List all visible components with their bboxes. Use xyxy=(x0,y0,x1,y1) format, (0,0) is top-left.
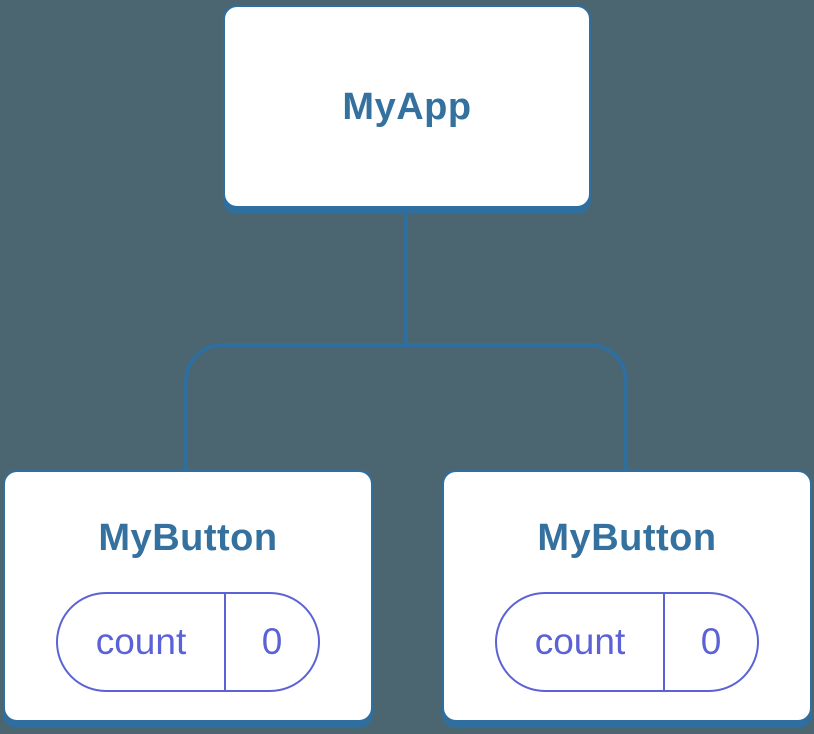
child-1-component-label: MyButton xyxy=(98,517,278,559)
child-2-component-label: MyButton xyxy=(537,517,717,559)
component-node-child-2: MyButton count 0 xyxy=(442,470,812,722)
tree-connector-branch xyxy=(184,343,628,470)
state-name-label: count xyxy=(58,594,226,690)
component-node-child-1: MyButton count 0 xyxy=(3,470,373,722)
state-pill-1: count 0 xyxy=(56,592,320,692)
tree-connector-stem xyxy=(404,213,408,343)
root-component-label: MyApp xyxy=(342,85,472,128)
state-value: 0 xyxy=(261,621,283,662)
state-value: 0 xyxy=(700,621,722,662)
component-node-root: MyApp xyxy=(223,5,591,208)
state-pill-2: count 0 xyxy=(495,592,759,692)
state-name-label: count xyxy=(497,594,665,690)
